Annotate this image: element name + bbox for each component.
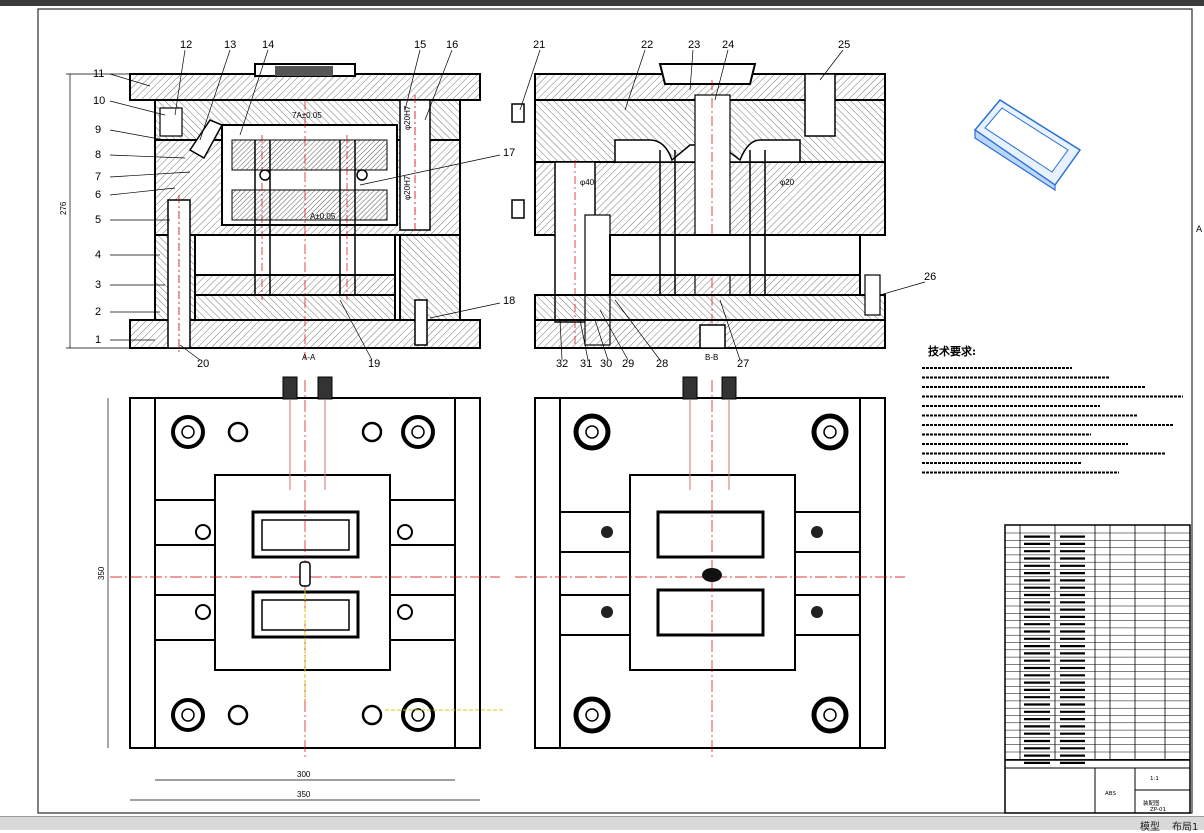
title-bar (0, 0, 1204, 6)
callout-17: 17 (503, 147, 515, 159)
tab-layout1[interactable]: 布局1 (1172, 822, 1199, 833)
callouts: 1 2 3 4 5 6 7 8 9 10 11 12 13 14 15 16 1… (93, 39, 936, 370)
dim-height: 276 (59, 201, 68, 215)
callout-21: 21 (533, 39, 545, 51)
tech-requirements-title: 技术要求: (928, 344, 976, 358)
callout-20: 20 (197, 358, 209, 370)
callout-26: 26 (924, 271, 936, 283)
right-section-view: φ40 φ20 B-B (511, 63, 886, 362)
tech-requirement-lines (922, 367, 1183, 474)
left-section-view: 7A±0.05 A±0.05 φ20H7 φ20H7 276 A-A (59, 63, 481, 362)
callout-14: 14 (262, 39, 274, 51)
sheet-border (37, 8, 1193, 814)
callout-6: 6 (95, 189, 101, 201)
callout-4: 4 (95, 249, 101, 261)
callout-7: 7 (95, 171, 101, 183)
callout-23: 23 (688, 39, 700, 51)
part-3d-thumbnail (973, 99, 1082, 192)
tb-drawing-no: ZP-01 (1150, 807, 1166, 813)
callout-1: 1 (95, 334, 101, 346)
callout-19: 19 (368, 358, 380, 370)
callout-22: 22 (641, 39, 653, 51)
svg-text:B-B: B-B (705, 353, 718, 362)
callout-3: 3 (95, 279, 101, 291)
callout-13: 13 (224, 39, 236, 51)
callout-29: 29 (622, 358, 634, 370)
callout-15: 15 (414, 39, 426, 51)
svg-text:φ20: φ20 (780, 178, 795, 187)
svg-text:7A±0.05: 7A±0.05 (292, 111, 322, 120)
callout-28: 28 (656, 358, 668, 370)
dim-width-outer: 350 (297, 790, 311, 799)
technical-requirements: 技术要求: (922, 344, 1183, 474)
plan-view-left: 300 350 350 (97, 376, 505, 801)
callout-25: 25 (838, 39, 850, 51)
svg-text:φ20H7: φ20H7 (403, 175, 412, 200)
callout-30: 30 (600, 358, 612, 370)
callout-2: 2 (95, 306, 101, 318)
svg-text:φ20H7: φ20H7 (403, 105, 412, 130)
dim-width-inner: 300 (297, 770, 311, 779)
callout-11: 11 (93, 68, 104, 80)
callout-5: 5 (95, 214, 101, 226)
tab-model[interactable]: 模型 (1140, 822, 1160, 833)
plan-view-right (515, 376, 905, 760)
callout-32: 32 (556, 358, 568, 370)
bom-table (1004, 525, 1191, 765)
sheet-edge-marker: A (1196, 225, 1203, 235)
dim-plan-height: 350 (97, 566, 106, 580)
tb-material: ABS (1105, 791, 1116, 797)
callout-18: 18 (503, 295, 515, 307)
callout-12: 12 (180, 39, 192, 51)
tb-scale: 1:1 (1150, 776, 1159, 782)
layout-tab-bar: 模型 布局1 (0, 816, 1204, 833)
callout-10: 10 (93, 95, 105, 107)
title-block: ABS 1:1 装配图 ZP-01 (1004, 524, 1191, 814)
svg-text:A±0.05: A±0.05 (310, 212, 336, 221)
svg-text:A-A: A-A (302, 353, 316, 362)
callout-9: 9 (95, 124, 101, 136)
svg-text:φ40: φ40 (580, 178, 595, 187)
callout-27: 27 (737, 358, 749, 370)
callout-24: 24 (722, 39, 734, 51)
callout-31: 31 (580, 358, 592, 370)
tb-name: 装配图 (1143, 799, 1160, 807)
callout-8: 8 (95, 149, 101, 161)
callout-16: 16 (446, 39, 458, 51)
